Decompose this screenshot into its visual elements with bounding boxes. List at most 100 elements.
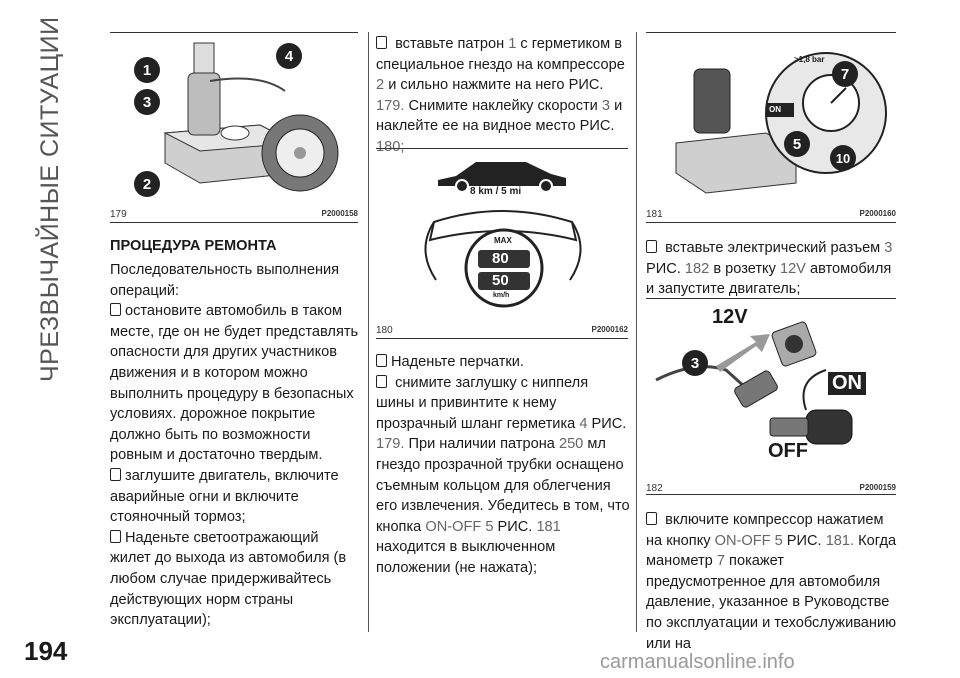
side-title-text: ЧРЕЗВЫЧАЙНЫЕ СИТУАЦИИ [34,16,64,382]
off-label: OFF [768,440,808,462]
sticker-speed-bottom: 50 [492,272,509,289]
figure-number: 182 [646,483,663,494]
ref-number: 250 [558,436,584,453]
text: и сильно нажмите на него [388,77,565,94]
on-label: ON [828,372,866,395]
column-1-text: ПРОЦЕДУРА РЕМОНТА Последовательность вып… [110,236,360,631]
ref-number: 5 [485,518,494,535]
step-vest-text: Наденьте светоотражающий жилет до выхода… [110,529,347,629]
figure-code: P2000160 [859,209,896,218]
column-divider [368,32,369,632]
ref-number: 4 [579,415,588,432]
step-gloves-text: Наденьте перчатки. [391,354,524,370]
ref-number: ON-OFF [714,532,771,549]
step-attach-hose: снимите заглушку с ниппеля шины и привин… [376,373,630,579]
text: и наклейте ее на видное место [376,97,623,135]
ref-number: ON-OFF [425,518,482,535]
figure-180: 8 km / 5 mi MAX 80 50 km/h 180 P2000162 [376,150,628,336]
fig-ref: 180; [376,138,405,155]
column-3-text-1: вставьте электрический разъем 3 РИС. 182… [646,238,900,300]
divider [376,148,628,149]
ref-number: 12V [779,260,806,277]
text: При наличии патрона [408,436,555,453]
divider [646,494,896,495]
fig-ref: 179. [376,97,405,114]
text: автомобиля и запустите двигатель; [646,260,892,298]
step-engine-off-text: заглушите двигатель, включите аварийные … [110,467,339,526]
figure-caption: 181 P2000160 [646,209,896,220]
figure-caption: 182 P2000159 [646,483,896,494]
distance-label: 8 km / 5 mi [470,186,522,197]
sticker-unit: km/h [493,292,510,299]
text: снимите заглушку с ниппеля шины и привин… [376,374,589,432]
intro-text: Последовательность выполнения операций: [110,262,340,299]
volt-label: 12V [712,306,748,328]
section-side-title: ЧРЕЗВЫЧАЙНЫЕ СИТУАЦИИ [28,10,68,390]
figure-caption: 179 P2000158 [110,209,358,220]
callout-10: 10 [830,145,856,171]
fig-ref-label: РИС. [786,532,822,549]
fig-ref: 179. [376,436,405,453]
ref-number: 3 [884,240,893,256]
step-start-compressor: включите компрессор нажатием на кнопку O… [646,510,900,654]
sticker-max-label: MAX [494,236,512,245]
step-insert-cartridge: вставьте патрон 1 с герметиком в специал… [376,34,628,158]
fig-ref: 181 [536,518,561,535]
callout-3: 3 [682,350,708,376]
power-socket-illustration [655,321,853,445]
page-number: 194 [24,636,68,666]
fig-ref: 181. [825,532,855,549]
fig-ref: 182 [684,260,710,277]
watermark: carmanualsonline.info [600,651,795,673]
sticker-speed-top: 80 [492,250,509,267]
ref-number: 3 [601,97,611,114]
fig-ref-label: РИС. [579,118,615,135]
text: включите компрессор нажатием на кнопку [646,512,884,549]
step-park-text: остановите автомобиль в таком месте, где… [110,303,359,464]
text: покажет предусмотренное для автомобиля д… [646,553,897,652]
divider [110,222,358,223]
figure-number: 181 [646,209,663,220]
ref-number: 1 [508,36,517,52]
callout-1: 1 [134,57,160,83]
section-heading: ПРОЦЕДУРА РЕМОНТА [110,238,277,254]
text: мл гнездо прозрачной трубки оснащено съе… [376,436,630,535]
step-park: остановите автомобиль в таком месте, где… [110,301,360,466]
text: находится в выключенном положении (не на… [376,539,556,576]
text: вставьте электрический разъем [665,240,881,256]
fig-ref-label: РИС. [646,260,681,277]
figure-number: 180 [376,325,393,336]
speed-sticker-illustration [424,162,582,308]
step-engine-off: заглушите двигатель, включите аварийные … [110,466,360,528]
callout-3: 3 [134,89,160,115]
figure-code: P2000162 [591,325,628,334]
figure-number: 179 [110,209,127,220]
text: вставьте патрон [395,36,505,52]
divider [376,338,628,339]
divider [646,222,896,223]
fig-ref-label: РИС. [591,415,627,432]
divider [646,298,896,299]
figure-code: P2000158 [321,209,358,218]
step-plug-in: вставьте электрический разъем 3 РИС. 182… [646,238,900,300]
callout-5: 5 [784,131,810,157]
ref-number: 5 [774,532,783,549]
figure-179: 1 4 3 2 179 P2000158 [110,32,358,220]
text: в розетку [713,260,776,277]
ref-number: 7 [716,553,725,570]
pressure-label: >1,8 bar [794,55,825,64]
ref-number: 2 [376,77,385,94]
text: Снимите наклейку скорости [408,97,598,114]
compressor-gauge-illustration [675,52,887,194]
figure-caption: 180 P2000162 [376,325,628,336]
text: с герметиком в специальное гнездо на ком… [376,36,625,73]
figure-182: 12V ON OFF 3 182 P2000159 [646,300,896,494]
fig-ref-label: РИС. [568,77,604,94]
fig-ref-label: РИС. [497,518,533,535]
on-button-label: ON [769,105,781,114]
callout-4: 4 [276,43,302,69]
step-gloves: Наденьте перчатки. [376,352,630,373]
text: Когда манометр [646,532,897,570]
column-2-top-text: вставьте патрон 1 с герметиком в специал… [376,34,628,158]
figure-code: P2000159 [859,483,896,492]
